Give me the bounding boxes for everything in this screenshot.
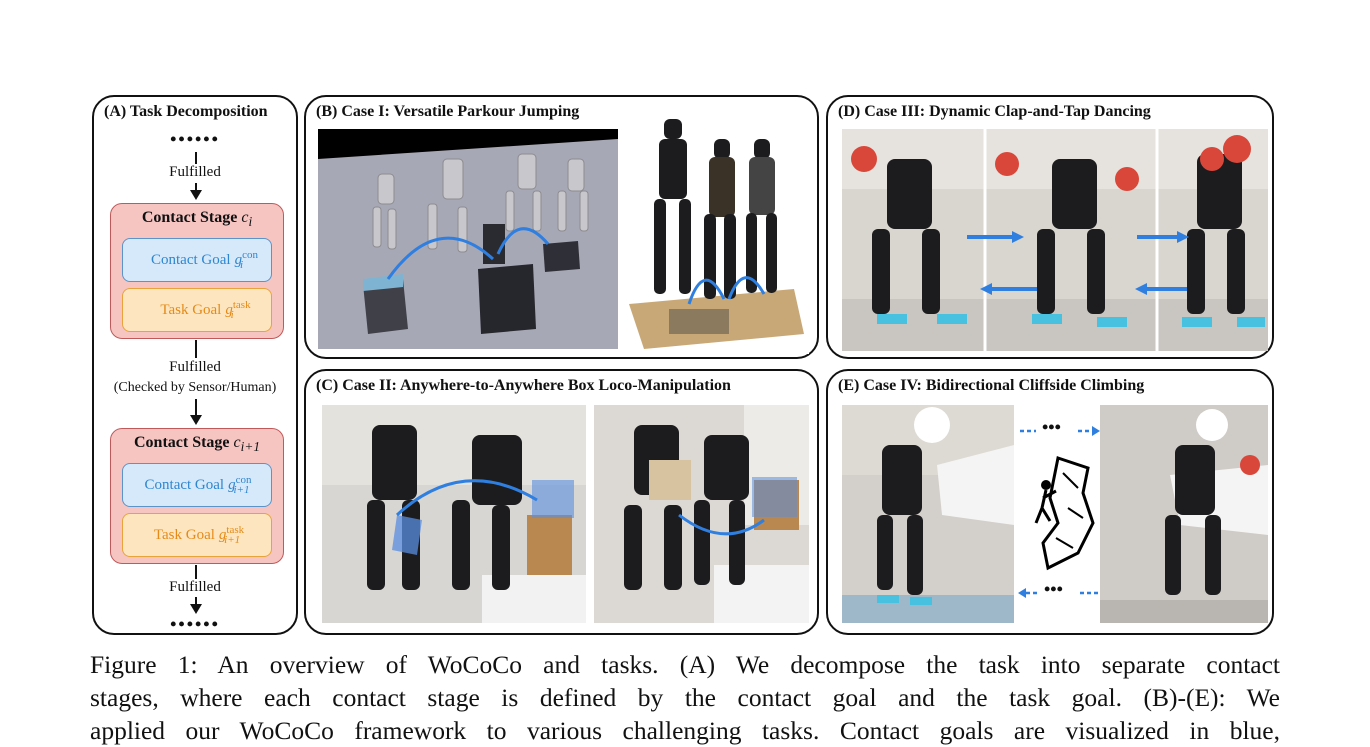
- contact-goal-label: Contact Goal: [144, 476, 225, 493]
- parkour-sim-svg: [318, 129, 618, 349]
- contact-stage-i: Contact Stage ci Contact Goal gconi Task…: [110, 203, 284, 339]
- flow-connector: [195, 597, 197, 605]
- figure-caption: Figure 1: An overview of WoCoCo and task…: [90, 648, 1280, 747]
- dancing-image: [842, 129, 1268, 351]
- caption-line-1: Figure 1: An overview of WoCoCo and task…: [90, 650, 1280, 679]
- panel-d-title: (D) Case III: Dynamic Clap-and-Tap Danci…: [838, 103, 1151, 120]
- parkour-real-robot-image: [624, 109, 809, 354]
- task-goal-label: Task Goal: [153, 526, 215, 543]
- flow-dots-bottom: ••••••: [170, 614, 220, 634]
- stage-symbol-sub: i: [248, 214, 253, 230]
- stage-symbol-c: c: [233, 434, 241, 451]
- stage-title: Contact Stage ci: [111, 209, 283, 230]
- goal-sub: i: [239, 259, 244, 271]
- stage-title: Contact Stage ci+1: [111, 434, 283, 455]
- goal-sym: g: [225, 302, 233, 318]
- panel-a-task-decomposition: (A) Task Decomposition •••••• Fulfilled …: [92, 95, 298, 635]
- flow-connector: [195, 183, 197, 191]
- panel-e-cliffside-climbing: (E) Case IV: Bidirectional Cliffside Cli…: [826, 369, 1274, 635]
- contact-stage-i-plus-1: Contact Stage ci+1 Contact Goal gconi+1 …: [110, 428, 284, 564]
- parkour-simulation-image: [318, 129, 618, 349]
- contact-goal-label: Contact Goal: [150, 251, 231, 268]
- checked-by-label: (Checked by Sensor/Human): [113, 380, 277, 395]
- stage-symbol-c: c: [241, 209, 249, 226]
- flow-connector: [195, 399, 197, 416]
- panel-b-title: (B) Case I: Versatile Parkour Jumping: [316, 103, 580, 120]
- dots-label-bottom: •••: [1044, 579, 1063, 599]
- goal-sym: g: [228, 477, 236, 493]
- contact-goal-box: Contact Goal gconi: [122, 238, 272, 282]
- caption-line-3: applied our WoCoCo framework to various …: [90, 716, 1280, 745]
- cliff-icon: [1018, 453, 1100, 573]
- flow-dots-top: ••••••: [170, 129, 220, 149]
- flow-connector: [195, 152, 197, 164]
- goal-sup: task: [232, 299, 251, 311]
- task-goal-label: Task Goal: [160, 301, 222, 318]
- goal-sup: task: [226, 524, 245, 536]
- climbing-image-down: [1100, 405, 1268, 623]
- flow-connector: [195, 340, 197, 358]
- task-goal-symbol: gtaski: [225, 299, 250, 321]
- panel-c-title: (C) Case II: Anywhere-to-Anywhere Box Lo…: [316, 377, 731, 394]
- climb-up-svg: [842, 405, 1014, 623]
- panel-e-title: (E) Case IV: Bidirectional Cliffside Cli…: [838, 377, 1145, 394]
- dots-bottom-arrow: •••: [1018, 579, 1100, 603]
- contact-goal-symbol: gconi: [234, 249, 258, 271]
- arrow-down-icon: [190, 604, 202, 614]
- panel-a-title: (A) Task Decomposition: [104, 103, 268, 120]
- box-manipulation-image-2: [594, 405, 809, 623]
- goal-sym: g: [218, 527, 227, 543]
- stage-symbol-sub: i+1: [240, 439, 261, 455]
- contact-goal-box: Contact Goal gconi+1: [122, 463, 272, 507]
- stage-title-text: Contact Stage: [141, 209, 238, 226]
- box-manipulation-image-1: [322, 405, 586, 623]
- flow-connector: [195, 565, 197, 579]
- dancing-svg: [842, 129, 1268, 351]
- fulfilled-label-1: Fulfilled: [169, 164, 221, 180]
- parkour-real-svg: [624, 109, 809, 354]
- fulfilled-label-3: Fulfilled: [169, 579, 221, 595]
- stage-symbol: ci: [241, 209, 253, 230]
- panel-c-box-loco-manipulation: (C) Case II: Anywhere-to-Anywhere Box Lo…: [304, 369, 819, 635]
- goal-sub: i+1: [224, 534, 241, 546]
- goal-sup: con: [242, 249, 258, 261]
- dots-top-arrow: •••: [1018, 417, 1100, 441]
- stage-title-text: Contact Stage: [133, 434, 230, 451]
- panel-d-clap-and-tap-dancing: (D) Case III: Dynamic Clap-and-Tap Danci…: [826, 95, 1274, 359]
- cliff-climber-icon: [1018, 453, 1100, 573]
- task-goal-symbol: gtaski+1: [218, 524, 244, 546]
- goal-sym: g: [234, 252, 243, 268]
- task-goal-box: Task Goal gtaski+1: [122, 513, 272, 557]
- fulfilled-label-2: Fulfilled: [169, 359, 221, 375]
- goal-sub: i: [230, 309, 234, 321]
- goal-sup: con: [235, 474, 252, 486]
- stage-symbol: ci+1: [233, 434, 261, 455]
- panel-b-parkour-jumping: (B) Case I: Versatile Parkour Jumping: [304, 95, 819, 359]
- right-arrow-dots-icon: [1020, 426, 1100, 436]
- task-goal-box: Task Goal gtaski: [122, 288, 272, 332]
- dots-label-top: •••: [1042, 417, 1061, 437]
- box-manip-svg-1: [322, 405, 586, 623]
- climb-down-svg: [1100, 405, 1268, 623]
- contact-goal-symbol: gconi+1: [228, 474, 252, 496]
- goal-sub: i+1: [233, 484, 250, 496]
- left-arrow-dots-icon: [1018, 588, 1098, 598]
- arrow-down-icon: [190, 415, 202, 425]
- box-manip-svg-2: [594, 405, 809, 623]
- climbing-image-up: [842, 405, 1014, 623]
- arrow-down-icon: [190, 190, 202, 200]
- caption-line-2: stages, where each contact stage is defi…: [90, 683, 1280, 712]
